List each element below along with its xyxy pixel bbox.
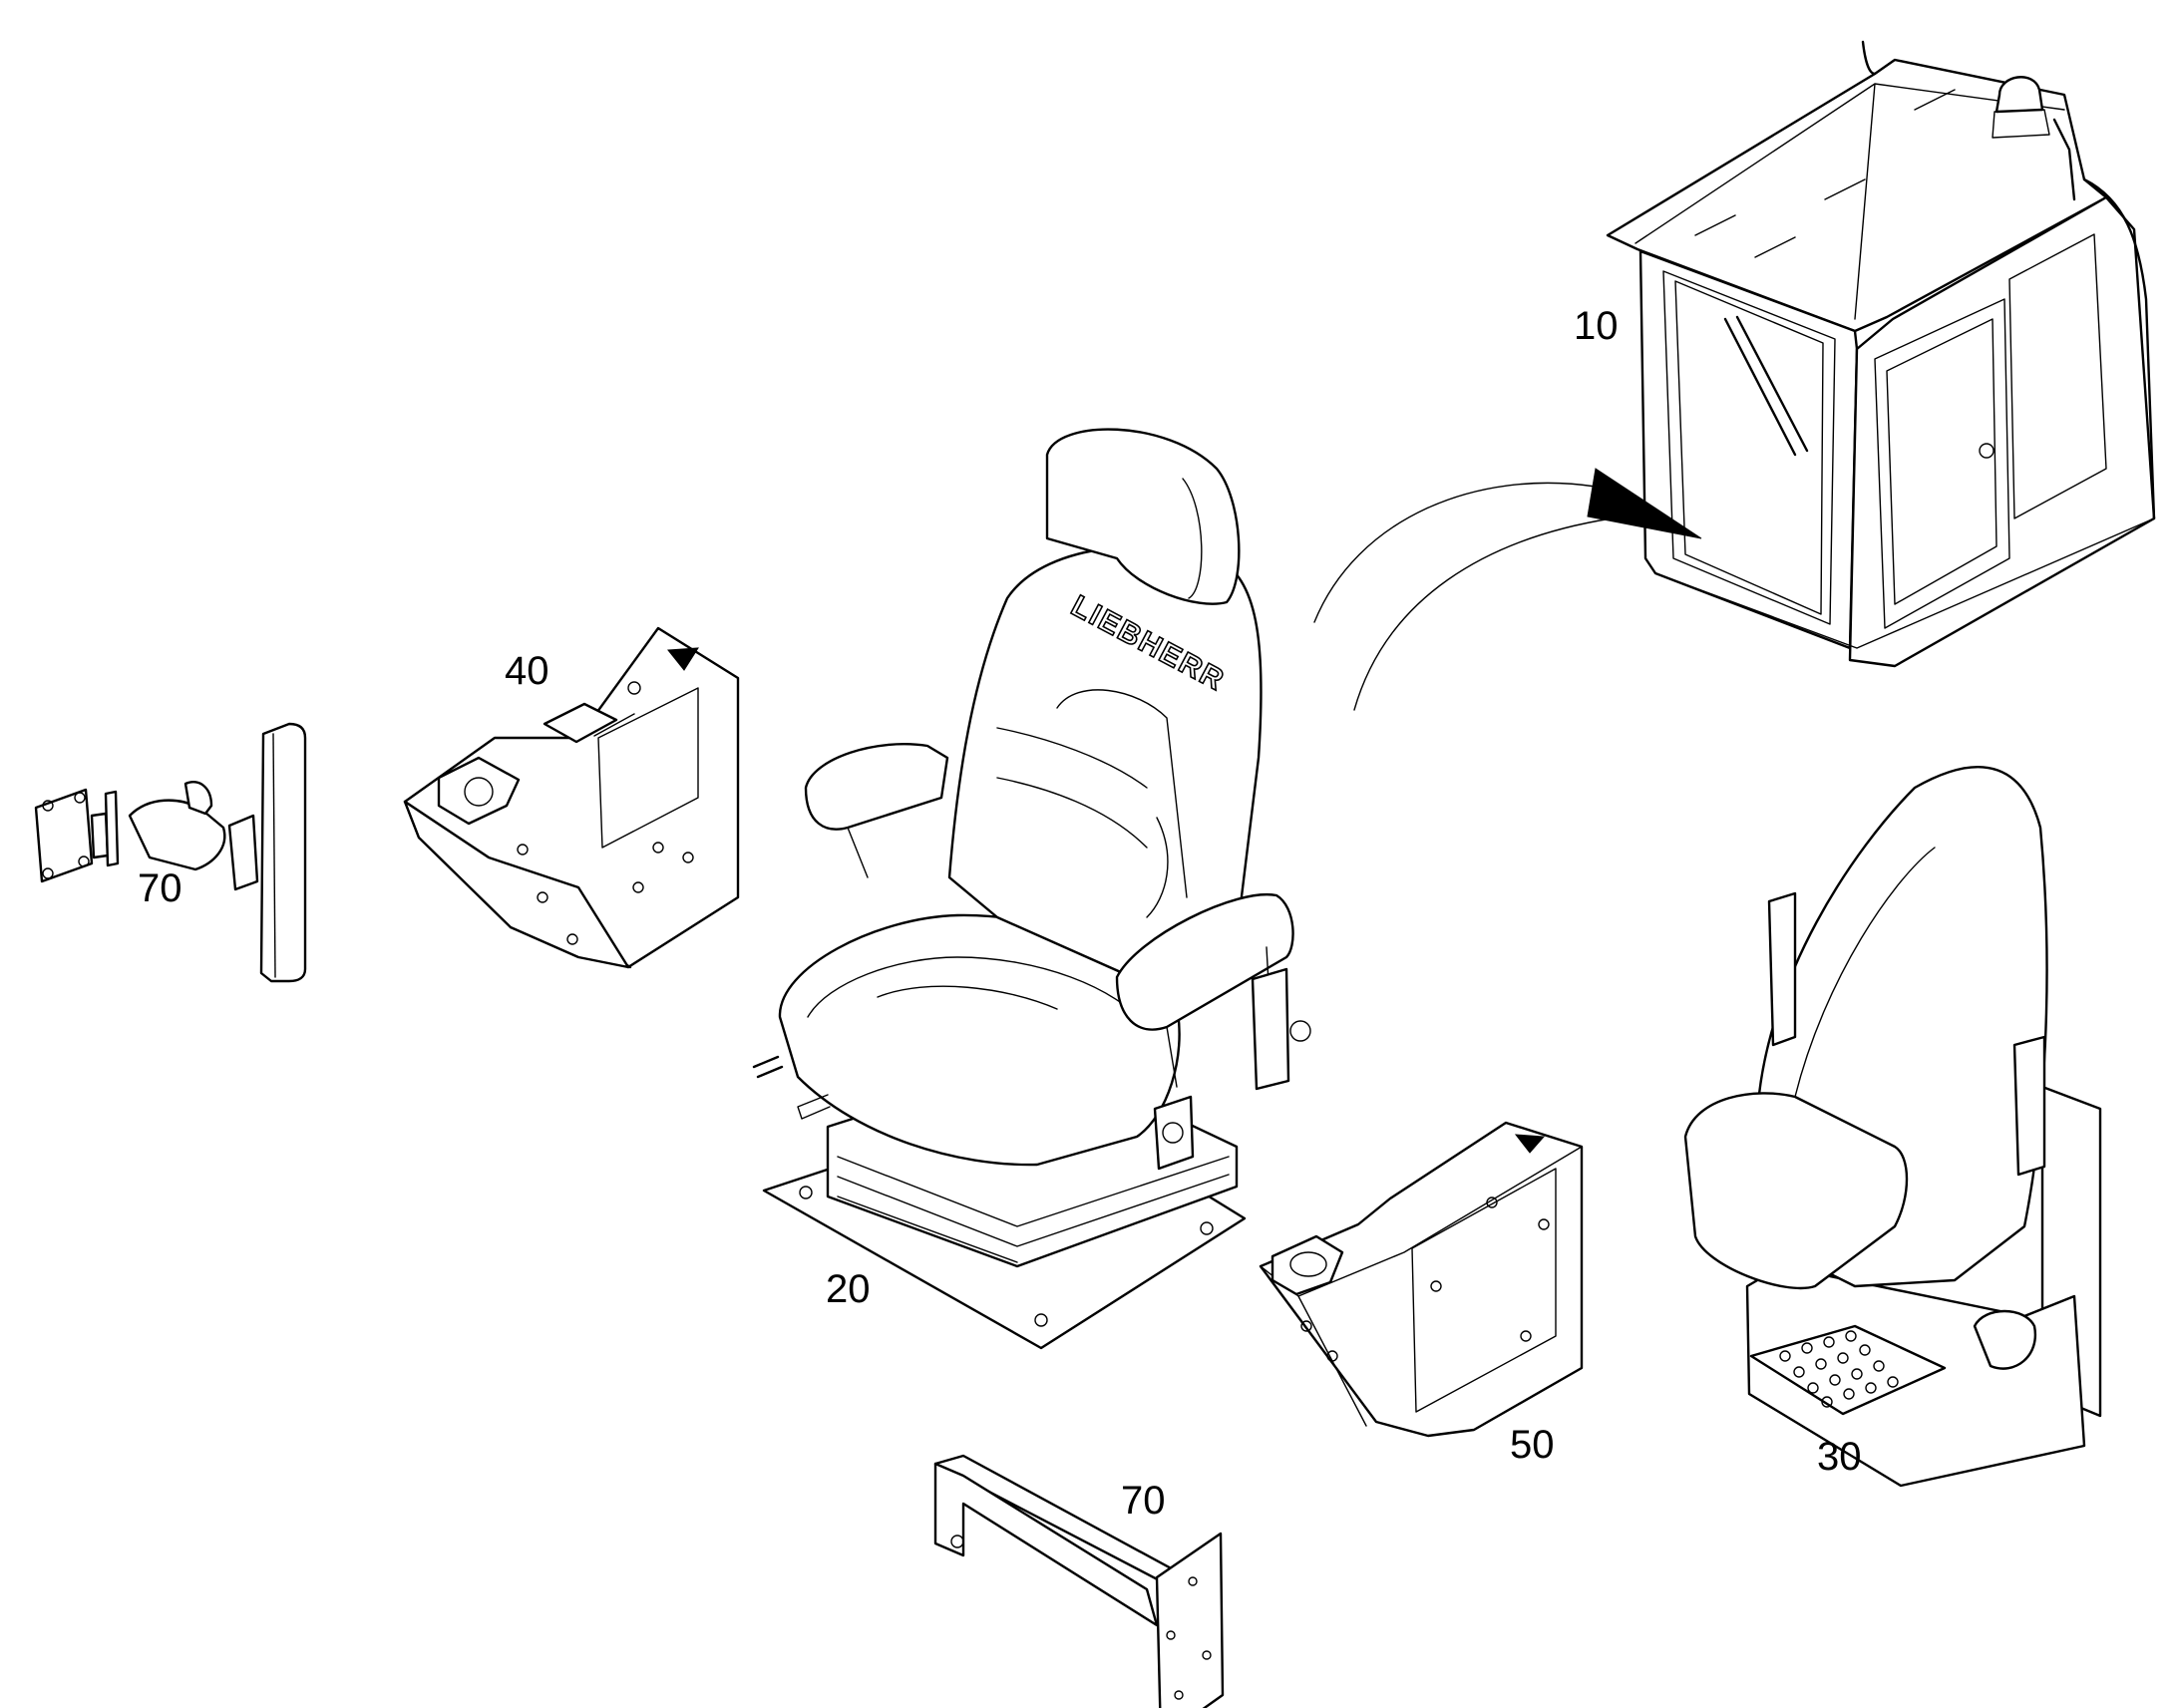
- display-mount: 70: [34, 722, 307, 983]
- cab-assembly: 10: [1313, 40, 2156, 711]
- left-console: 40: [403, 626, 740, 969]
- callout-30: 30: [1817, 1435, 1862, 1479]
- callout-10: 10: [1574, 304, 1619, 348]
- seat-rear-view: 30: [1683, 765, 2102, 1488]
- callout-70-footrest: 70: [1121, 1479, 1166, 1523]
- callout-40: 40: [505, 649, 549, 693]
- right-console: 50: [1259, 1121, 1584, 1467]
- perforated-holes: [1779, 1330, 1899, 1408]
- callout-20: 20: [826, 1267, 871, 1311]
- foot-rest-bar: 70: [933, 1454, 1225, 1708]
- callout-70-display: 70: [138, 866, 182, 910]
- operator-seat: LIEBHERR 20: [752, 428, 1311, 1350]
- callout-50: 50: [1510, 1423, 1555, 1467]
